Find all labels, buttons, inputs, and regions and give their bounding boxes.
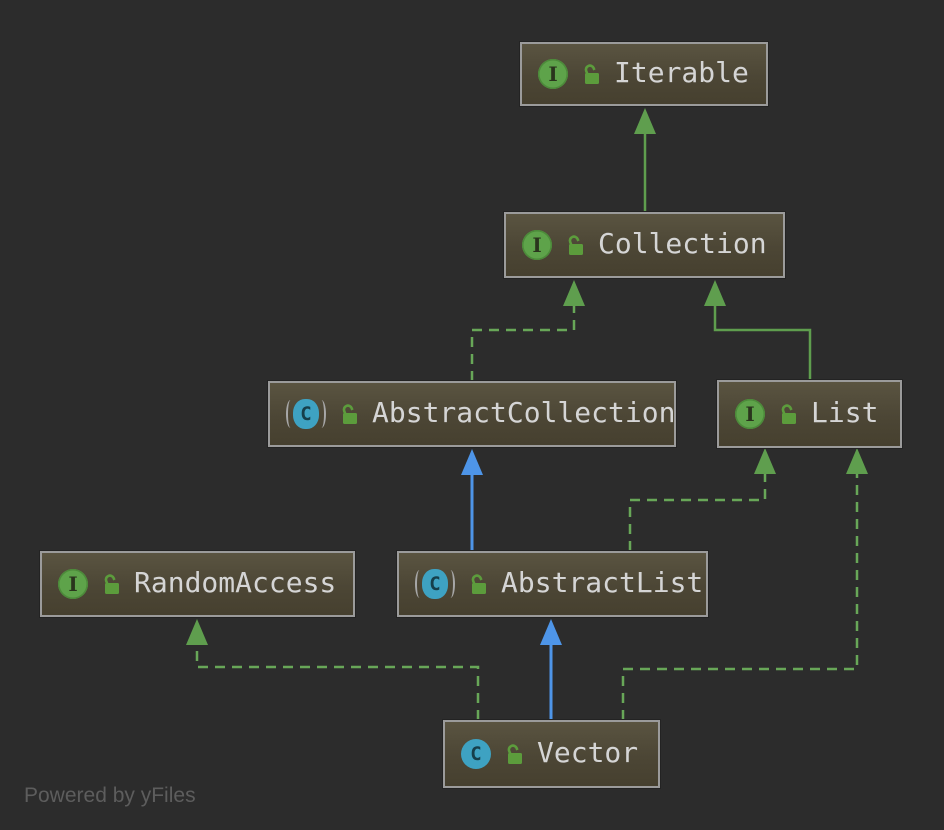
- edge-vector-implements-list[interactable]: [621, 448, 868, 720]
- unlocked-icon: [471, 574, 486, 594]
- paren-right-icon: [446, 570, 455, 598]
- interface-icon: I: [735, 399, 765, 429]
- edge-vector-extends-abstractlist[interactable]: [540, 619, 562, 720]
- class-icon: C: [461, 739, 491, 769]
- edge-abstractlist-extends-abstractcollection[interactable]: [461, 449, 483, 551]
- edge-vector-implements-randomaccess[interactable]: [186, 619, 480, 720]
- interface-icon-letter: I: [68, 572, 78, 596]
- unlocked-icon: [584, 64, 599, 84]
- node-collection[interactable]: I Collection: [504, 212, 785, 278]
- unlocked-icon: [104, 574, 119, 594]
- abstract-class-icon: C: [286, 399, 326, 429]
- class-name-label: List: [811, 396, 879, 429]
- node-randomaccess[interactable]: I RandomAccess: [40, 551, 355, 617]
- class-icon-letter: C: [300, 402, 312, 425]
- class-name-label: Vector: [537, 736, 639, 769]
- interface-icon-letter: I: [532, 233, 542, 257]
- class-name-label: AbstractCollection: [372, 396, 676, 429]
- edge-abstractcollection-implements-collection[interactable]: [470, 280, 585, 381]
- node-vector[interactable]: C Vector: [443, 720, 660, 788]
- abstract-class-icon: C: [415, 569, 455, 599]
- interface-icon: I: [58, 569, 88, 599]
- edge-list-extends-collection[interactable]: [704, 280, 812, 380]
- class-name-label: Collection: [598, 227, 767, 260]
- class-name-label: RandomAccess: [134, 566, 337, 599]
- unlocked-icon: [781, 404, 796, 424]
- interface-icon: I: [522, 230, 552, 260]
- node-abstractcollection[interactable]: C AbstractCollection: [268, 381, 676, 447]
- edge-collection-extends-iterable[interactable]: [634, 108, 656, 212]
- unlocked-icon: [568, 235, 583, 255]
- node-list[interactable]: I List: [717, 380, 902, 448]
- unlocked-icon: [507, 744, 522, 764]
- class-icon-letter: C: [470, 742, 482, 765]
- yfiles-watermark: Powered by yFiles: [24, 784, 196, 807]
- unlocked-icon: [342, 404, 357, 424]
- node-iterable[interactable]: I Iterable: [520, 42, 768, 106]
- interface-icon-letter: I: [548, 62, 558, 86]
- edge-abstractlist-implements-list[interactable]: [628, 448, 776, 551]
- interface-icon-letter: I: [745, 402, 755, 426]
- class-icon-letter: C: [429, 572, 441, 595]
- paren-left-icon: [286, 400, 295, 428]
- class-name-label: AbstractList: [501, 566, 704, 599]
- class-name-label: Iterable: [614, 56, 749, 89]
- paren-left-icon: [415, 570, 424, 598]
- paren-right-icon: [317, 400, 326, 428]
- interface-icon: I: [538, 59, 568, 89]
- node-abstractlist[interactable]: C AbstractList: [397, 551, 708, 617]
